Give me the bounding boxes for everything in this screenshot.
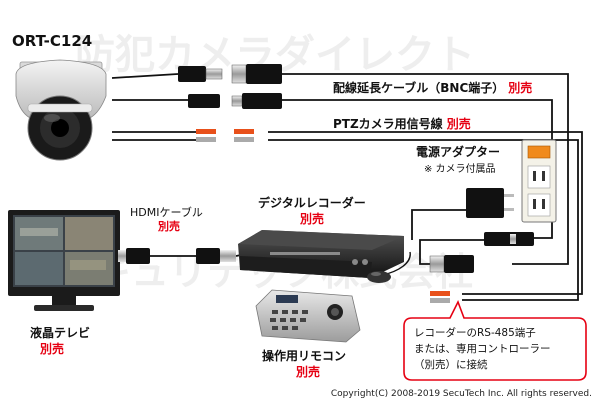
recorder-ptz-wires <box>430 291 450 303</box>
hdmi-cable-label: HDMIケーブル <box>130 205 203 219</box>
bnc-cable-run <box>282 73 569 265</box>
camera-model: ORT-C124 <box>12 32 92 50</box>
remote-label: 操作用リモコン <box>262 348 346 363</box>
ptz-cable-run-b <box>268 139 579 301</box>
hdmi-connectors <box>118 248 236 264</box>
bnc-cable-label: 配線延長ケーブル（BNC端子）別売 <box>333 80 532 95</box>
tv-note: 別売 <box>39 341 64 356</box>
svg-text:配線延長ケーブル（BNC端子）別売: 配線延長ケーブル（BNC端子）別売 <box>333 80 532 95</box>
callout-line2: または、専用コントローラー <box>414 343 551 355</box>
recorder-bnc-connector <box>429 255 474 273</box>
recorder-note: 別売 <box>299 211 324 226</box>
digital-recorder <box>238 230 404 278</box>
rs485-callout: レコーダーのRS-485端子 または、専用コントローラー （別売）に接続 <box>403 300 587 381</box>
ptz-cable-label: PTZカメラ用信号線別売 <box>333 116 471 131</box>
power-adapter-note: ※ カメラ付属品 <box>424 162 496 175</box>
bnc-to-recorder <box>419 239 484 265</box>
lcd-tv <box>8 210 120 311</box>
remote-note: 別売 <box>295 364 320 379</box>
copyright-text: Copyright(C) 2008-2019 SecuTech Inc. All… <box>331 389 592 399</box>
callout-line3: （別売）に接続 <box>414 358 488 371</box>
callout-line1: レコーダーのRS-485端子 <box>414 326 536 339</box>
tv-label: 液晶テレビ <box>30 325 90 340</box>
power-adapter-label: 電源アダプター <box>416 144 500 159</box>
power-connector-pair <box>188 93 282 109</box>
dome-camera <box>15 59 107 161</box>
bnc-connector-pair <box>178 64 282 84</box>
ptz-cable-run-a <box>268 131 583 295</box>
power-adapter <box>466 188 534 246</box>
ptz-wire-ends <box>196 129 254 142</box>
wall-outlet <box>521 139 557 223</box>
mouse <box>367 271 391 283</box>
recorder-label: デジタルレコーダー <box>258 195 366 210</box>
ptz-remote-controller <box>255 289 361 343</box>
hdmi-cable-note: 別売 <box>157 219 180 233</box>
